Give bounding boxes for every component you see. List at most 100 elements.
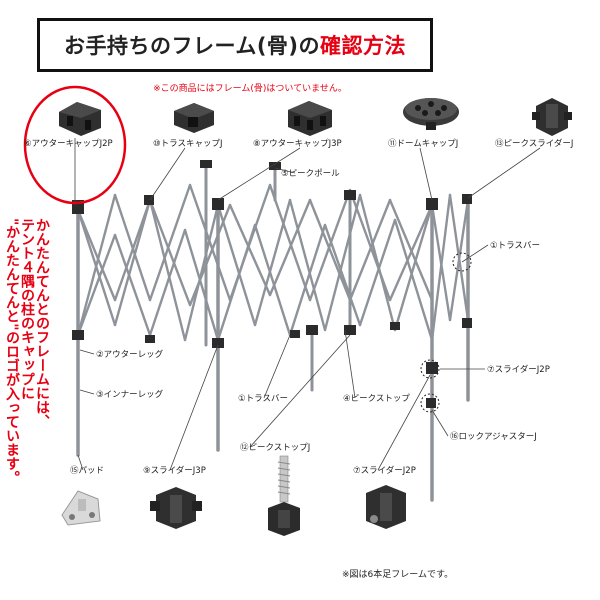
callout-circle-truss: [452, 252, 472, 272]
slider-joint: [72, 330, 84, 340]
truss-bar: [268, 183, 312, 302]
logo-note: かんたんてんとのフレームには、 テント４隅の柱のキャップに "かんたんてんと"の…: [4, 218, 50, 518]
label-outer-cap-j3p: ⑧アウターキャップJ3P: [253, 139, 342, 149]
truss-bar: [113, 233, 152, 337]
frame-joint: [145, 335, 155, 343]
peak-slider-joint: [344, 190, 356, 200]
leader-line: [377, 374, 431, 471]
leader-line: [249, 334, 351, 448]
label-truss-bar-center: ①トラスバー: [238, 394, 288, 404]
peak-slider-joint: [200, 160, 212, 168]
callout-circle-lock: [420, 393, 440, 413]
truss-bar: [253, 223, 292, 337]
label-inner-leg: ③インナーレッグ: [96, 390, 164, 400]
truss-bar: [188, 183, 232, 302]
logo-note-line-3: "かんたんてんと"のロゴが入っています。: [4, 218, 20, 485]
truss-bar: [308, 188, 352, 302]
truss-bar: [228, 203, 272, 297]
outer-cap-joint: [212, 198, 224, 210]
leader-line: [419, 147, 433, 201]
label-lock-adjuster-j: ⑯ロックアジャスターJ: [450, 432, 537, 442]
truss-bar: [148, 198, 192, 307]
leader-line: [79, 389, 95, 395]
truss-bar: [358, 218, 397, 327]
slider-joint: [426, 362, 438, 374]
peak-stop-joint: [306, 325, 318, 335]
label-pad: ⑮パッド: [70, 466, 105, 476]
truss-bar: [268, 198, 312, 297]
label-outer-cap-j2p: ⑥アウターキャップJ2P: [24, 139, 113, 149]
slider-joint: [212, 338, 224, 348]
label-slider-j2p-bottom: ⑦スライダーJ2P: [353, 466, 416, 476]
title-part1: お手持ちのフレーム(骨)の: [63, 34, 321, 58]
label-outer-leg: ②アウターレッグ: [96, 350, 164, 360]
outer-cap-joint: [462, 194, 472, 204]
notice-text: ※この商品にはフレーム(骨)はついていません。: [153, 84, 347, 94]
outer-cap-j3p-icon: [288, 101, 332, 136]
truss-bar: [113, 198, 152, 327]
peak-stop-joint: [344, 325, 356, 335]
leader-line: [217, 147, 301, 201]
truss-bar: [393, 203, 434, 332]
label-truss-cap-j: ⑩トラスキャップJ: [153, 139, 223, 149]
leader-line: [169, 344, 219, 471]
outer-cap-joint: [426, 198, 438, 210]
label-peak-slider-j: ⑬ピークスライダーJ: [495, 139, 574, 149]
truss-cap-j-icon: [174, 103, 214, 133]
truss-bar: [348, 198, 392, 302]
leader-line: [274, 167, 296, 174]
truss-cap-joint: [144, 195, 154, 205]
truss-bar: [393, 218, 434, 342]
leader-line: [79, 349, 95, 355]
leader-line: [77, 454, 84, 471]
truss-bar: [148, 228, 187, 337]
truss-bar: [183, 228, 220, 342]
truss-bar: [76, 233, 117, 337]
frame-joint: [290, 330, 300, 338]
label-peak-pole: ⑤ピークポール: [281, 169, 340, 179]
truss-bar: [430, 193, 452, 342]
logo-note-line-2: テント４隅の柱のキャップに: [19, 218, 35, 400]
peak-slider-joint: [269, 162, 281, 170]
peak-slider-j-icon: [532, 98, 572, 136]
page-title: お手持ちのフレーム(骨)の確認方法: [37, 18, 433, 72]
truss-bar: [188, 203, 232, 307]
slider-j2p-icon: [366, 485, 406, 529]
truss-bar: [148, 183, 192, 302]
truss-bar: [323, 193, 362, 332]
label-truss-bar-right: ①トラスバー: [490, 241, 540, 251]
slider-j3p-icon: [150, 487, 202, 529]
truss-bar: [448, 198, 470, 322]
callout-circle-slider: [420, 359, 440, 379]
leader-line: [263, 334, 291, 399]
peak-stop-j-icon: [268, 455, 300, 536]
pad-icon: [61, 490, 101, 526]
truss-bar: [148, 198, 187, 342]
label-peak-stop: ④ピークストップ: [343, 394, 410, 404]
truss-bar: [388, 203, 434, 302]
frame-joint: [390, 322, 400, 330]
footnote: ※図は6本足フレームです。: [342, 570, 454, 580]
lock-adjuster-joint: [426, 398, 436, 408]
outer-cap-j2p-icon: [59, 102, 101, 136]
truss-bar: [308, 198, 352, 302]
truss-bar: [113, 198, 152, 302]
truss-bar: [253, 198, 292, 327]
leader-line: [467, 147, 541, 199]
truss-bar: [288, 223, 327, 337]
slider-joint: [462, 318, 472, 328]
leader-line: [344, 329, 356, 399]
truss-bar: [76, 193, 117, 337]
label-peak-stop-j: ⑫ピークストップJ: [240, 443, 311, 453]
logo-note-line-1: かんたんてんとのフレームには、: [34, 218, 50, 428]
leader-line: [431, 409, 449, 437]
label-slider-j2p-right: ⑦スライダーJ2P: [487, 365, 550, 375]
dome-cap-j-icon: [403, 98, 459, 130]
leader-line: [461, 244, 489, 263]
title-highlight: 確認方法: [320, 34, 407, 58]
truss-bar: [76, 208, 117, 302]
leader-line: [149, 147, 186, 201]
truss-bar: [183, 203, 220, 342]
label-slider-j3p: ⑨スライダーJ3P: [143, 466, 206, 476]
